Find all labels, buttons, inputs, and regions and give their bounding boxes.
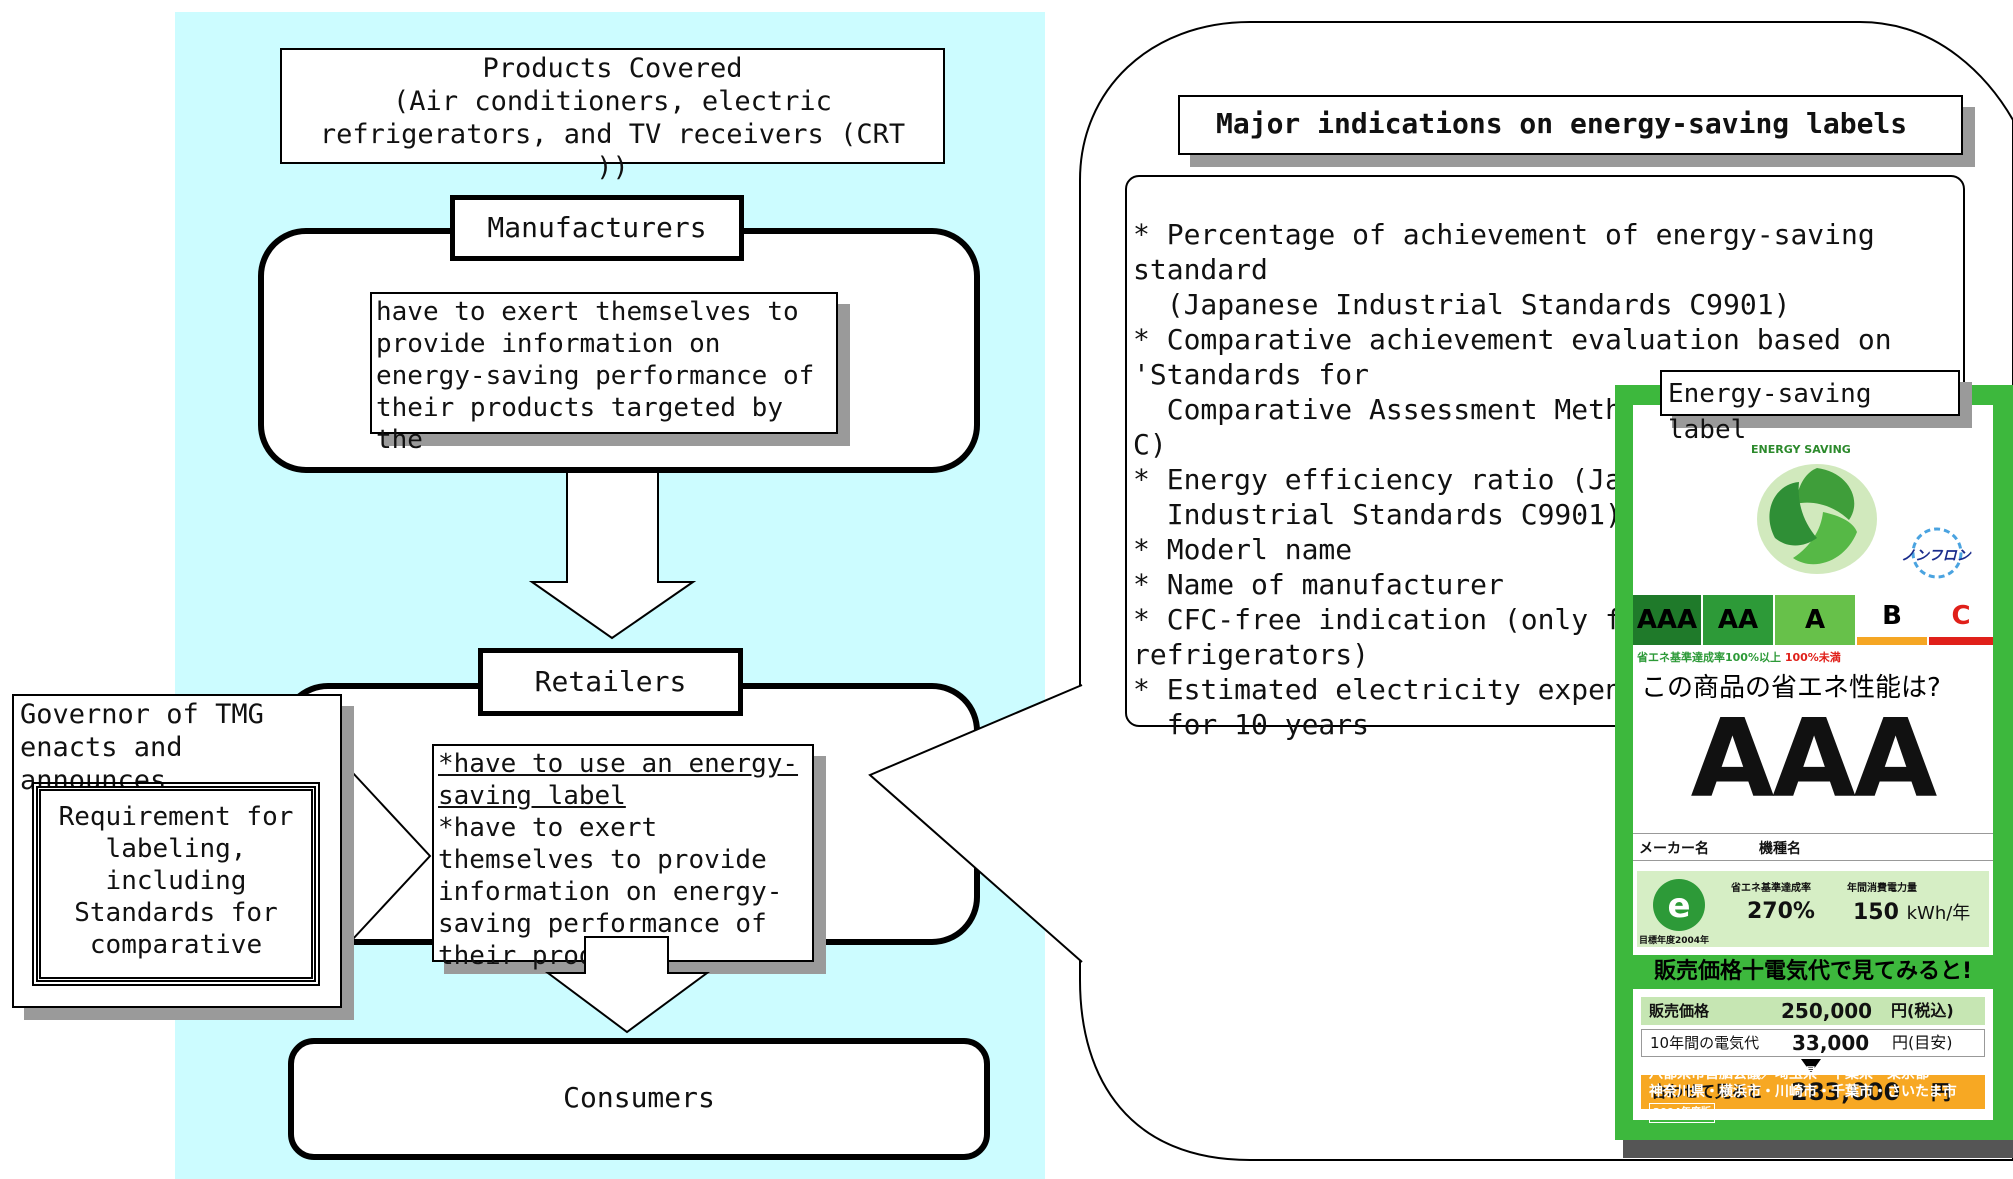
indication-line: refrigerators) xyxy=(1133,638,1370,671)
total-label: 合わせて見ると xyxy=(1651,1082,1764,1101)
rate-value: 270% xyxy=(1747,899,1815,924)
label-footer: 八都県市首脳会議／埼玉県・千葉県・東京都・ 神奈川県・横浜市・川崎市・千葉市・さ… xyxy=(1649,1065,2009,1123)
electricity-unit: 円(目安) xyxy=(1892,1033,1953,1052)
grade-aaa: AAA xyxy=(1633,595,1701,645)
grade-b: B xyxy=(1857,595,1927,645)
label-shadow xyxy=(1623,1140,2013,1158)
consumers-box: Consumers xyxy=(288,1038,990,1160)
energy-saving-label-caption: Energy-saving label xyxy=(1660,370,1960,445)
maker-model-row: メーカー名 機種名 xyxy=(1633,833,1993,861)
indication-line: 'Standards for xyxy=(1133,358,1370,391)
e-mark-icon: e xyxy=(1653,879,1705,931)
total-value: 283,000 xyxy=(1791,1078,1901,1106)
arrow-right-icon xyxy=(341,769,432,943)
retailers-note: *have to use an energy-saving label *hav… xyxy=(432,744,814,971)
indication-line: C) xyxy=(1133,428,1167,461)
price-row: 販売価格 250,000 円(税込) xyxy=(1641,997,1985,1025)
rating-text: AAA xyxy=(1690,697,1938,822)
retailers-title: Retailers xyxy=(478,648,743,716)
arrow-down-icon xyxy=(528,471,697,640)
footer-line-2: 神奈川県・横浜市・川崎市・千葉市・さいたま市 xyxy=(1649,1084,1957,1100)
svg-text:e: e xyxy=(1667,886,1690,926)
nonfluorocarbon-text: ノンフロン xyxy=(1901,548,1971,564)
target-year: 目標年度2004年 xyxy=(1639,936,1710,946)
energy-saving-label: ENERGY SAVING ノンフロン AAA AA A B C 省エネ基準達成… xyxy=(1615,385,2013,1140)
energy-saving-label-card: ENERGY SAVING ノンフロン AAA AA A B C 省エネ基準達成… xyxy=(1633,405,1993,1120)
products-covered-box: Products Covered (Air conditioners, elec… xyxy=(280,48,945,183)
triangle-down-icon xyxy=(1801,1059,1821,1073)
total-unit: 円 xyxy=(1931,1080,1951,1104)
efficiency-panel: e 省エネ基準達成率 年間消費電力量 270% 150 kWh/年 目標年度20… xyxy=(1637,871,1989,947)
nonfluorocarbon-icon xyxy=(1911,527,1963,579)
indication-line: * Name of manufacturer xyxy=(1133,568,1504,601)
indication-line: * Percentage of achievement of energy-sa… xyxy=(1133,218,1875,251)
grade-c: C xyxy=(1929,595,1993,645)
price-value: 250,000 xyxy=(1781,999,1873,1023)
indication-line: * CFC-free indication (only fo xyxy=(1133,603,1639,636)
arrow-down-icon xyxy=(544,936,711,1034)
achievement-legend: 省エネ基準達成率100%以上 100%未満 xyxy=(1637,651,1841,664)
manufacturers-title: Manufacturers xyxy=(450,195,744,261)
indication-line: * Estimated electricity expens xyxy=(1133,673,1639,706)
indication-line: * Moderl name xyxy=(1133,533,1353,566)
price-unit: 円(税込) xyxy=(1891,1001,1954,1020)
edition-badge: 2004年度版 xyxy=(1649,1103,1715,1123)
indication-line: for 10 years xyxy=(1133,708,1370,741)
rate-label: 省エネ基準達成率 xyxy=(1731,883,1811,894)
manufacturers-note: have to exert themselves to provide info… xyxy=(370,292,838,455)
retailers-note-label-requirement: *have to use an energy-saving label xyxy=(438,749,799,811)
headline: 販売価格十電気代で見てみると! xyxy=(1633,955,1993,989)
grade-aa: AA xyxy=(1703,595,1773,645)
question-text: この商品の省エネ性能は? xyxy=(1641,673,1941,703)
requirement-box: Requirement for labeling, including Stan… xyxy=(32,782,320,986)
indication-line: (Japanese Industrial Standards C9901) xyxy=(1133,288,1791,321)
indication-line: standard xyxy=(1133,253,1268,286)
indications-title: Major indications on energy-saving label… xyxy=(1178,95,1963,155)
indication-line: Industrial Standards C9901) xyxy=(1133,498,1622,531)
leaf-logo-icon xyxy=(1757,464,1877,574)
maker-label: メーカー名 xyxy=(1639,841,1709,857)
brand-text: ENERGY SAVING xyxy=(1751,443,1851,456)
grade-a: A xyxy=(1775,595,1855,645)
power-label: 年間消費電力量 xyxy=(1847,883,1917,894)
power-value: 150 kWh/年 xyxy=(1853,900,1971,925)
electricity-label: 10年間の電気代 xyxy=(1650,1034,1760,1052)
electricity-value: 33,000 xyxy=(1792,1031,1870,1055)
model-label: 機種名 xyxy=(1759,841,1801,857)
indication-line: * Comparative achievement evaluation bas… xyxy=(1133,323,1892,356)
price-label: 販売価格 xyxy=(1649,1002,1710,1020)
electricity-row: 10年間の電気代 33,000 円(目安) xyxy=(1641,1029,1985,1057)
footer-line-1: 八都県市首脳会議／埼玉県・千葉県・東京都・ xyxy=(1649,1066,1943,1082)
